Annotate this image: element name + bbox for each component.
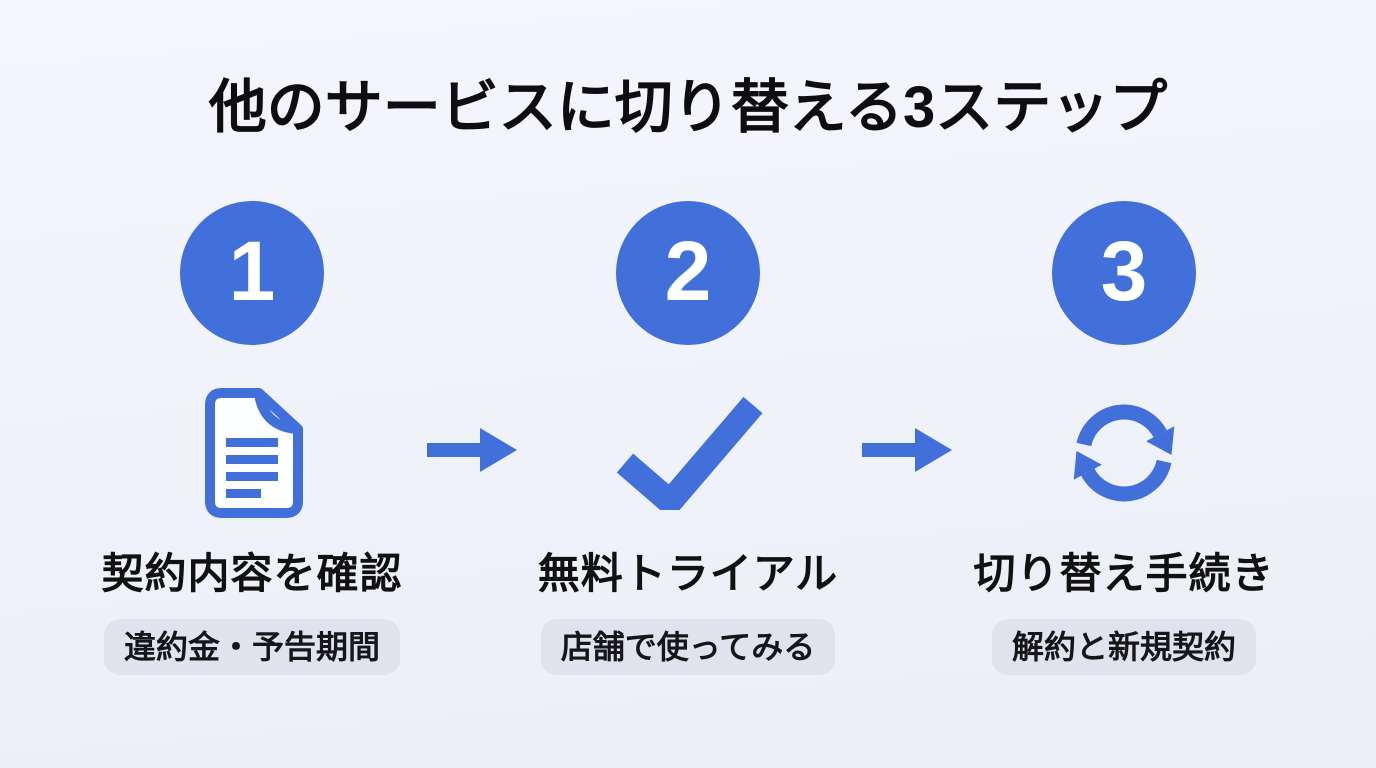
refresh-icon-svg — [1073, 404, 1175, 502]
step-2-badge-pill: 店舗で使ってみる — [540, 619, 836, 676]
step-3-number-badge: 3 — [1052, 201, 1196, 345]
step-2-column: 2 無料トライアル 店舗で使ってみる — [528, 201, 848, 676]
step-2-number: 2 — [664, 224, 712, 318]
step-3-label: 切り替え手続き — [973, 550, 1275, 597]
page-title: 他のサービスに切り替える3ステップ — [208, 75, 1168, 140]
checkmark-icon — [613, 383, 763, 523]
refresh-icon — [1063, 383, 1185, 523]
step-2-number-badge: 2 — [616, 201, 760, 345]
arrow-right-icon-svg — [427, 428, 517, 472]
document-icon — [199, 383, 305, 523]
arrow-right-icon — [862, 426, 952, 474]
step-2-label: 無料トライアル — [537, 550, 839, 597]
step-1-number: 1 — [228, 224, 276, 318]
document-icon-svg — [205, 388, 303, 518]
step-1-badge-pill: 違約金・予告期間 — [103, 619, 400, 676]
checkmark-icon-svg — [616, 396, 763, 510]
arrow-right-icon-svg — [862, 428, 952, 472]
step-3-column: 3 切り替え手続き 解約と新規契約 — [964, 201, 1284, 676]
step-1-label: 契約内容を確認 — [101, 550, 403, 597]
step-3-badge-pill: 解約と新規契約 — [991, 619, 1256, 676]
arrow-right-icon — [427, 426, 517, 474]
step-1-number-badge: 1 — [180, 201, 324, 345]
step-3-number: 3 — [1100, 224, 1148, 318]
step-1-column: 1 契約内容を確認 違約金・予告期間 — [92, 201, 412, 676]
